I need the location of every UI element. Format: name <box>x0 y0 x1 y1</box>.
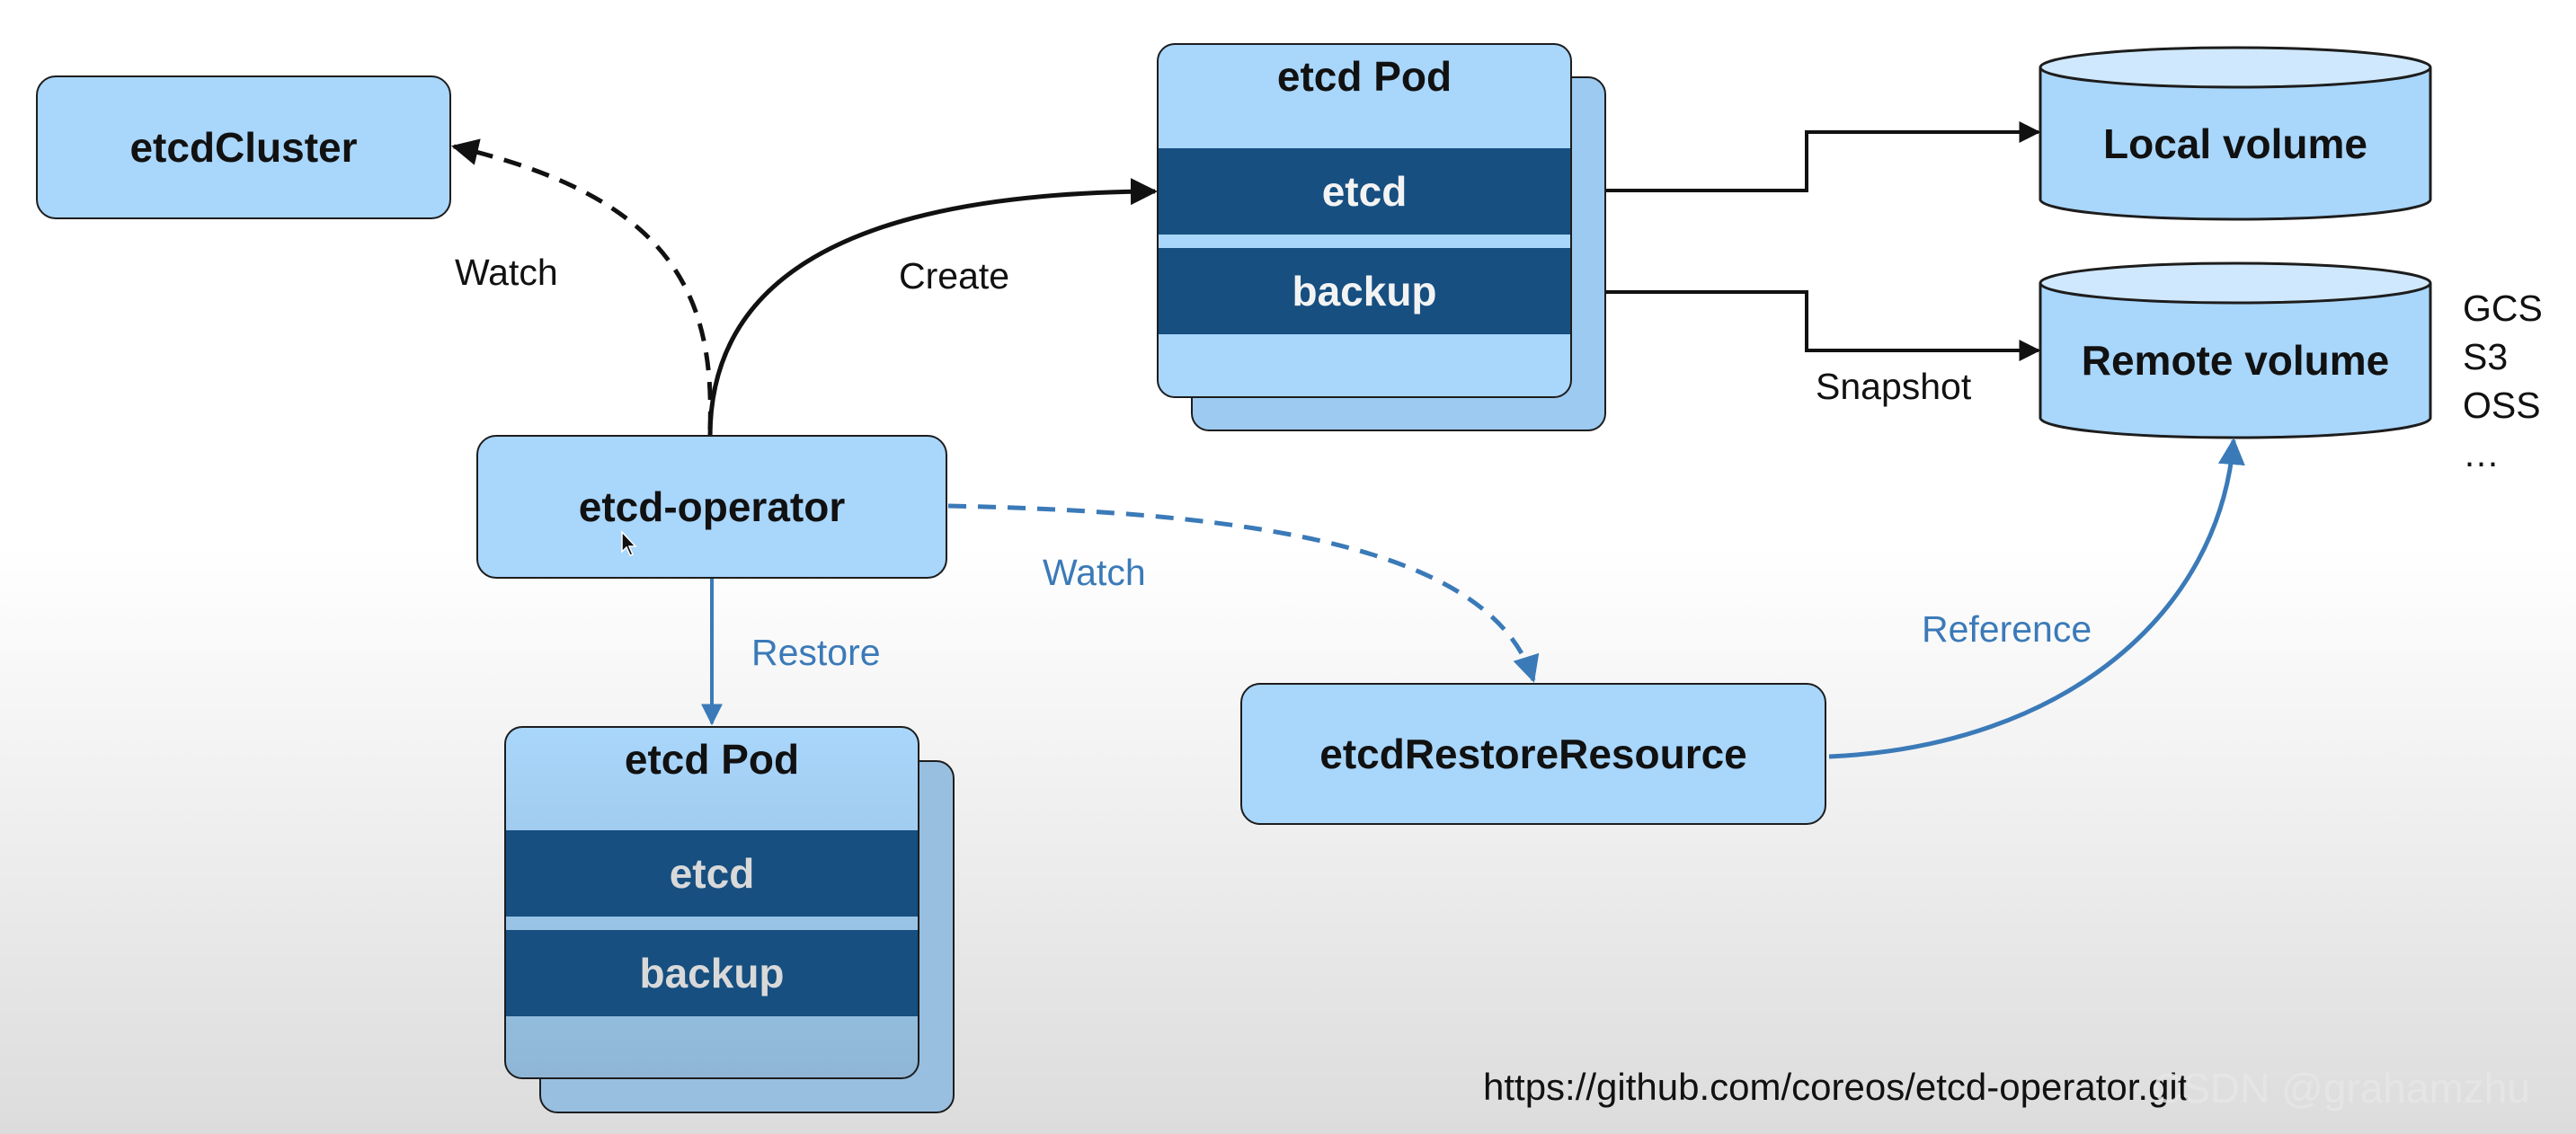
node-etcd-cluster[interactable]: etcdCluster <box>36 75 451 219</box>
node-etcd-restore-resource[interactable]: etcdRestoreResource <box>1240 683 1826 825</box>
edge-backup-snapshot <box>1571 290 2041 361</box>
remote-volume-cylinder <box>2039 261 2432 439</box>
pod-top-title: etcd Pod <box>1276 53 1452 100</box>
source-url-link[interactable]: https://github.com/coreos/etcd-operator.… <box>1483 1066 2189 1108</box>
storage-provider-item: S3 <box>2463 336 2509 377</box>
pod-top-backup-label: backup <box>1292 268 1437 315</box>
pod-top-etcd-label: etcd <box>1321 168 1408 215</box>
pod-bottom-backup-container: backup <box>506 930 918 1016</box>
pod-bottom-etcd-label: etcd <box>669 850 755 897</box>
storage-provider-list: GCS S3 OSS … <box>2463 284 2543 478</box>
storage-provider-item: GCS <box>2463 288 2543 329</box>
edge-label-watch-restore: Watch <box>1043 552 1146 593</box>
edge-reference <box>1828 438 2245 759</box>
pod-top-etcd-container: etcd <box>1159 148 1570 235</box>
storage-provider-item: OSS <box>2463 385 2541 426</box>
local-volume-label: Local volume <box>2103 120 2367 167</box>
edge-label-restore: Restore <box>751 632 881 673</box>
node-etcd-cluster-label: etcdCluster <box>129 124 358 171</box>
edge-etcd-to-local <box>1571 121 2041 192</box>
local-volume-cylinder <box>2039 46 2432 221</box>
pod-top-card[interactable]: etcd Pod etcd backup <box>1157 43 1572 398</box>
edge-create <box>707 178 1158 438</box>
pod-bottom-backup-label: backup <box>639 950 785 997</box>
edge-label-snapshot: Snapshot <box>1816 366 1972 407</box>
node-etcd-operator-label: etcd-operator <box>578 483 846 530</box>
edge-label-watch-cluster: Watch <box>455 252 558 293</box>
storage-provider-item: … <box>2463 433 2500 474</box>
edge-label-reference: Reference <box>1922 608 2092 650</box>
pod-bottom-card[interactable]: etcd Pod etcd backup <box>504 726 919 1079</box>
watermark: CSDN @grahamzhu <box>2153 1065 2530 1112</box>
pod-bottom-title: etcd Pod <box>624 736 800 783</box>
edge-watch-cluster <box>451 138 713 430</box>
remote-volume-label: Remote volume <box>2081 337 2390 384</box>
edge-watch-restore <box>947 503 1540 683</box>
node-etcd-restore-resource-label: etcdRestoreResource <box>1319 731 1747 777</box>
edge-label-create: Create <box>899 255 1010 297</box>
pod-top-backup-container: backup <box>1159 248 1570 334</box>
pod-bottom-etcd-container: etcd <box>506 830 918 917</box>
mouse-cursor-icon <box>621 530 637 556</box>
node-etcd-operator[interactable]: etcd-operator <box>476 435 947 579</box>
